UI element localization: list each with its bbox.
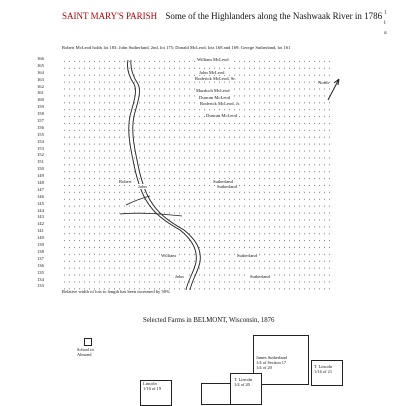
map-subtitle: Some of the Highlanders along the Nashwa… — [165, 11, 383, 21]
farm-label-line: James Sutherland — [256, 355, 287, 360]
farm-label-lincoln-21: T. Lincoln 1/16 of 21 — [314, 364, 332, 374]
lot-number: 162 — [37, 83, 44, 89]
lot-number: 140 — [37, 235, 44, 241]
farm-parcel-lincoln-21 — [311, 360, 343, 386]
farm-label-line: 1/16 of 19 — [143, 386, 162, 391]
lot-number: 136 — [37, 262, 44, 268]
tributary-stream — [119, 212, 183, 217]
lot-number: 166 — [37, 56, 44, 61]
lot-dot-grid — [62, 58, 332, 291]
map-label: William McLeod — [196, 57, 230, 62]
lot-number: 133 — [37, 283, 44, 289]
lot-number: 143 — [37, 214, 44, 220]
river-bank-west — [127, 59, 197, 291]
lot-number: 165 — [37, 62, 44, 68]
farm-label-line: 1/16 of 21 — [314, 369, 333, 374]
lot-number: 135 — [37, 269, 44, 275]
lot-number: 148 — [37, 180, 44, 186]
lot-number: 160 — [37, 97, 44, 103]
lot-number: 152 — [37, 152, 44, 158]
margin-mark: a — [384, 30, 387, 36]
parish-name: SAINT MARY'S PARISH — [62, 11, 158, 21]
farm-label-line: 1/4 of 20 — [234, 382, 250, 387]
north-arrow-icon — [327, 78, 340, 101]
lot-number: 159 — [37, 104, 44, 110]
lot-holdings-line: Robert McLeod holds lot 183; John Suther… — [62, 45, 291, 50]
tributary-stream — [125, 195, 151, 206]
farm-parcel-square — [201, 383, 231, 405]
margin-mark: 1 — [384, 10, 387, 16]
lot-number: 150 — [37, 166, 44, 172]
lot-number: 153 — [37, 145, 44, 151]
lot-number: 157 — [37, 118, 44, 124]
farms-title: Selected Farms in BELMONT, Wisconsin, 18… — [143, 317, 275, 324]
margin-mark: t — [384, 20, 386, 26]
lot-number: 156 — [37, 124, 44, 130]
lot-number: 161 — [37, 90, 44, 96]
map-label: William — [160, 253, 177, 258]
farm-label-line: 1/4 of 20 — [256, 365, 272, 370]
farm-label-line: 1/4 of Section 17 — [256, 360, 287, 365]
lot-number: 134 — [37, 276, 44, 282]
farm-label-line: T. Lincoln — [234, 377, 253, 382]
lot-number: 155 — [37, 131, 44, 137]
north-label: North — [318, 80, 329, 85]
farm-label-lincoln-20: T. Lincoln 1/4 of 20 — [234, 377, 252, 387]
school-label-line: Almond — [77, 352, 92, 357]
school-marker — [84, 338, 92, 346]
lot-number: 141 — [37, 228, 44, 234]
map-label: Roderick McLeod, Jr. — [199, 101, 242, 106]
school-label-line: School in — [77, 347, 94, 352]
margin-marks: 1 t a — [384, 8, 387, 38]
map-label: Robert — [118, 179, 133, 184]
school-label: School in Almond — [77, 347, 94, 357]
map-label: Sutherland — [216, 184, 238, 189]
farm-label-lincoln-19: Lincoln 1/16 of 19 — [143, 381, 161, 391]
map-label: John McLeod — [198, 70, 226, 75]
lot-number: 158 — [37, 111, 44, 117]
map-label: Roderick McLeod, Sr. — [194, 76, 237, 81]
lot-number: 137 — [37, 255, 44, 261]
map-label: Murdoch McLeod — [195, 88, 231, 93]
lot-number: 164 — [37, 69, 44, 75]
lot-number: 149 — [37, 173, 44, 179]
lot-number: 147 — [37, 186, 44, 192]
lot-number: 154 — [37, 138, 44, 144]
map-label: Sutherland — [249, 274, 271, 279]
lot-number: 145 — [37, 200, 44, 206]
farm-label-james: James Sutherland 1/4 of Section 17 1/4 o… — [256, 355, 287, 370]
farm-label-line: T. Lincoln — [314, 364, 333, 369]
map-label: Duncan McLeod — [205, 113, 238, 118]
map-title: SAINT MARY'S PARISH Some of the Highland… — [62, 11, 382, 21]
map-label: Sutherland — [212, 179, 234, 184]
map-label: Sutherland — [236, 253, 258, 258]
lot-number: 142 — [37, 221, 44, 227]
scale-note: Relative width of lots to length has bee… — [62, 289, 170, 294]
lot-number: 151 — [37, 159, 44, 165]
river-bank-east — [130, 59, 201, 291]
lot-number: 146 — [37, 193, 44, 199]
map-label: Duncan McLeod — [198, 95, 231, 100]
lot-number: 138 — [37, 248, 44, 254]
map-label: John — [137, 184, 148, 189]
map-label: John — [174, 274, 185, 279]
lot-number: 163 — [37, 76, 44, 82]
lot-number-column: 166 165 164 163 162 161 160 159 158 157 … — [37, 56, 67, 290]
farm-parcel-james — [253, 335, 309, 385]
farm-label-line: Lincoln — [143, 381, 157, 386]
lot-number: 144 — [37, 207, 44, 213]
lot-number: 139 — [37, 242, 44, 248]
